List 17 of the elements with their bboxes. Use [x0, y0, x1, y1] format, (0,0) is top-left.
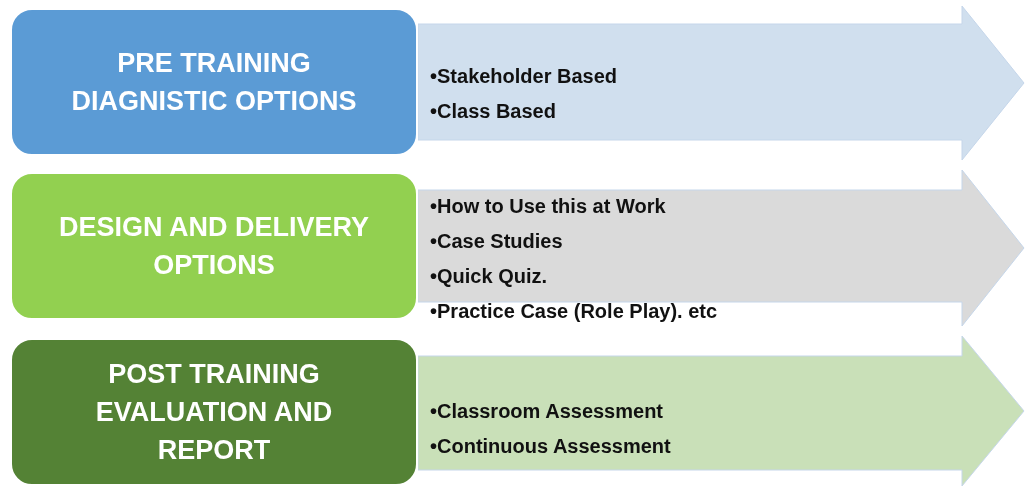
bullet-item: •Classroom Assessment — [430, 399, 665, 424]
stage-box — [10, 338, 418, 486]
stage-box — [10, 8, 418, 156]
stage-title: DESIGN AND DELIVERY OPTIONS — [57, 211, 370, 282]
stage-box — [10, 172, 418, 320]
bullet-item: •Stakeholder Based — [430, 64, 618, 89]
bullet-item: •How to Use this at Work — [430, 194, 667, 219]
pointed-banner — [418, 336, 1026, 486]
pointed-banner — [418, 6, 1026, 160]
stage-title: PRE TRAINING DIAGNISTIC OPTIONS — [70, 47, 358, 118]
bullet-item: •Quick Quiz. — [430, 264, 549, 289]
bullet-item: •Case Studies — [430, 229, 564, 254]
bullet-item: •Class Based — [430, 99, 557, 124]
pointed-banner — [418, 170, 1026, 326]
bullet-item: •Continuous Assessment — [430, 434, 671, 459]
stage-title: POST TRAINING EVALUATION AND REPORT — [94, 358, 334, 467]
bullet-item: •Practice Case (Role Play). etc — [430, 299, 718, 324]
